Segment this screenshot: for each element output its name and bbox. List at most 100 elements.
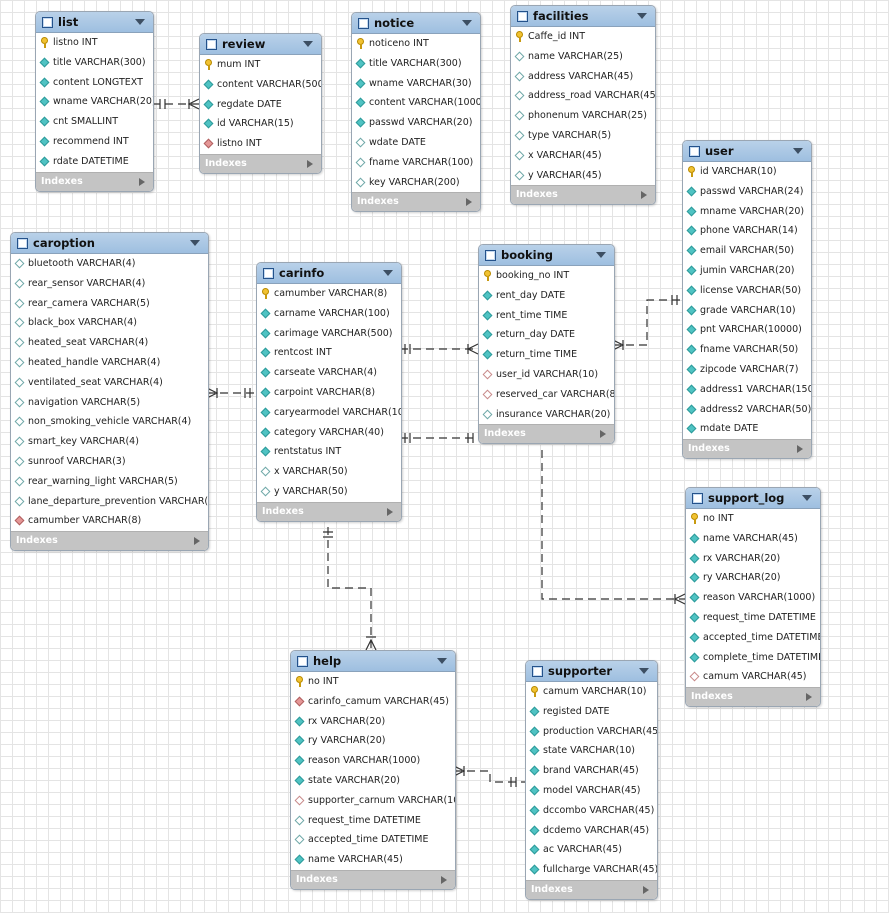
column-row[interactable]: heated_seat VARCHAR(4) <box>11 333 208 353</box>
column-row[interactable]: listno INT <box>200 134 321 154</box>
column-row[interactable]: mum INT <box>200 55 321 75</box>
column-row[interactable]: name VARCHAR(45) <box>291 850 455 870</box>
column-row[interactable]: production VARCHAR(45) <box>526 722 657 742</box>
column-row[interactable]: x VARCHAR(45) <box>511 146 655 166</box>
column-row[interactable]: smart_key VARCHAR(4) <box>11 432 208 452</box>
column-row[interactable]: camumber VARCHAR(8) <box>257 284 401 304</box>
table-header[interactable]: support_log <box>686 488 820 509</box>
column-row[interactable]: phonenum VARCHAR(25) <box>511 106 655 126</box>
collapse-arrow-icon[interactable] <box>639 668 649 674</box>
column-row[interactable]: no INT <box>686 509 820 529</box>
column-row[interactable]: registed DATE <box>526 702 657 722</box>
column-row[interactable]: y VARCHAR(50) <box>257 482 401 502</box>
column-row[interactable]: rx VARCHAR(20) <box>686 549 820 569</box>
collapse-arrow-icon[interactable] <box>303 41 313 47</box>
column-row[interactable]: accepted_time DATETIME <box>291 830 455 850</box>
column-row[interactable]: ac VARCHAR(45) <box>526 840 657 860</box>
column-row[interactable]: insurance VARCHAR(20) <box>479 405 614 425</box>
column-row[interactable]: navigation VARCHAR(5) <box>11 393 208 413</box>
column-row[interactable]: rdate DATETIME <box>36 152 153 172</box>
column-row[interactable]: address VARCHAR(45) <box>511 67 655 87</box>
table-header[interactable]: carinfo <box>257 263 401 284</box>
table-header[interactable]: notice <box>352 13 480 34</box>
column-row[interactable]: ry VARCHAR(20) <box>291 731 455 751</box>
column-row[interactable]: address2 VARCHAR(50) <box>683 400 811 420</box>
column-row[interactable]: content LONGTEXT <box>36 73 153 93</box>
indexes-section[interactable]: Indexes <box>36 171 153 191</box>
indexes-section[interactable]: Indexes <box>686 687 820 707</box>
column-row[interactable]: noticeno INT <box>352 34 480 54</box>
column-row[interactable]: content VARCHAR(1000) <box>352 93 480 113</box>
column-row[interactable]: type VARCHAR(5) <box>511 126 655 146</box>
column-row[interactable]: license VARCHAR(50) <box>683 281 811 301</box>
expand-arrow-icon[interactable] <box>643 885 649 894</box>
column-row[interactable]: accepted_time DATETIME <box>686 628 820 648</box>
column-row[interactable]: carpoint VARCHAR(8) <box>257 383 401 403</box>
column-row[interactable]: camum VARCHAR(10) <box>526 682 657 702</box>
column-row[interactable]: mdate DATE <box>683 419 811 439</box>
column-row[interactable]: model VARCHAR(45) <box>526 781 657 801</box>
collapse-arrow-icon[interactable] <box>596 252 606 258</box>
column-row[interactable]: caryearmodel VARCHAR(10) <box>257 403 401 423</box>
relation-booking-support-log[interactable] <box>541 450 685 600</box>
expand-arrow-icon[interactable] <box>387 507 393 516</box>
collapse-arrow-icon[interactable] <box>462 20 472 26</box>
column-row[interactable]: camum VARCHAR(45) <box>686 667 820 687</box>
column-row[interactable]: sunroof VARCHAR(3) <box>11 452 208 472</box>
collapse-arrow-icon[interactable] <box>190 240 200 246</box>
column-row[interactable]: recommend INT <box>36 132 153 152</box>
column-row[interactable]: bluetooth VARCHAR(4) <box>11 254 208 274</box>
column-row[interactable]: key VARCHAR(200) <box>352 173 480 193</box>
relation-booking-user[interactable] <box>613 299 682 346</box>
column-row[interactable]: fname VARCHAR(50) <box>683 340 811 360</box>
indexes-section[interactable]: Indexes <box>511 185 655 205</box>
expand-arrow-icon[interactable] <box>307 159 313 168</box>
column-row[interactable]: zipcode VARCHAR(7) <box>683 360 811 380</box>
column-row[interactable]: address_road VARCHAR(45) <box>511 86 655 106</box>
collapse-arrow-icon[interactable] <box>802 495 812 501</box>
column-row[interactable]: passwd VARCHAR(20) <box>352 113 480 133</box>
column-row[interactable]: supporter_carnum VARCHAR(10) <box>291 791 455 811</box>
column-row[interactable]: email VARCHAR(50) <box>683 241 811 261</box>
column-row[interactable]: reserved_car VARCHAR(8) <box>479 385 614 405</box>
indexes-section[interactable]: Indexes <box>479 424 614 444</box>
relation-help-supporter[interactable] <box>454 770 525 783</box>
column-row[interactable]: address1 VARCHAR(150) <box>683 380 811 400</box>
column-row[interactable]: rent_time TIME <box>479 306 614 326</box>
column-row[interactable]: non_smoking_vehicle VARCHAR(4) <box>11 412 208 432</box>
column-row[interactable]: fname VARCHAR(100) <box>352 153 480 173</box>
column-row[interactable]: black_box VARCHAR(4) <box>11 313 208 333</box>
indexes-section[interactable]: Indexes <box>683 439 811 459</box>
table-header[interactable]: user <box>683 141 811 162</box>
column-row[interactable]: content VARCHAR(500) <box>200 75 321 95</box>
column-row[interactable]: ventilated_seat VARCHAR(4) <box>11 373 208 393</box>
column-row[interactable]: request_time DATETIME <box>291 811 455 831</box>
column-row[interactable]: wname VARCHAR(20) <box>36 92 153 112</box>
column-row[interactable]: jumin VARCHAR(20) <box>683 261 811 281</box>
column-row[interactable]: state VARCHAR(20) <box>291 771 455 791</box>
column-row[interactable]: pnt VARCHAR(10000) <box>683 320 811 340</box>
column-row[interactable]: rear_camera VARCHAR(5) <box>11 294 208 314</box>
table-header[interactable]: help <box>291 651 455 672</box>
expand-arrow-icon[interactable] <box>466 198 472 207</box>
column-row[interactable]: camumber VARCHAR(8) <box>11 511 208 531</box>
collapse-arrow-icon[interactable] <box>383 270 393 276</box>
column-row[interactable]: lane_departure_prevention VARCHAR(6) <box>11 492 208 512</box>
column-row[interactable]: return_time TIME <box>479 345 614 365</box>
column-row[interactable]: category VARCHAR(40) <box>257 423 401 443</box>
column-row[interactable]: y VARCHAR(45) <box>511 166 655 186</box>
column-row[interactable]: title VARCHAR(300) <box>352 54 480 74</box>
indexes-section[interactable]: Indexes <box>11 531 208 551</box>
column-row[interactable]: phone VARCHAR(14) <box>683 221 811 241</box>
expand-arrow-icon[interactable] <box>441 875 447 884</box>
column-row[interactable]: title VARCHAR(300) <box>36 53 153 73</box>
collapse-arrow-icon[interactable] <box>637 13 647 19</box>
